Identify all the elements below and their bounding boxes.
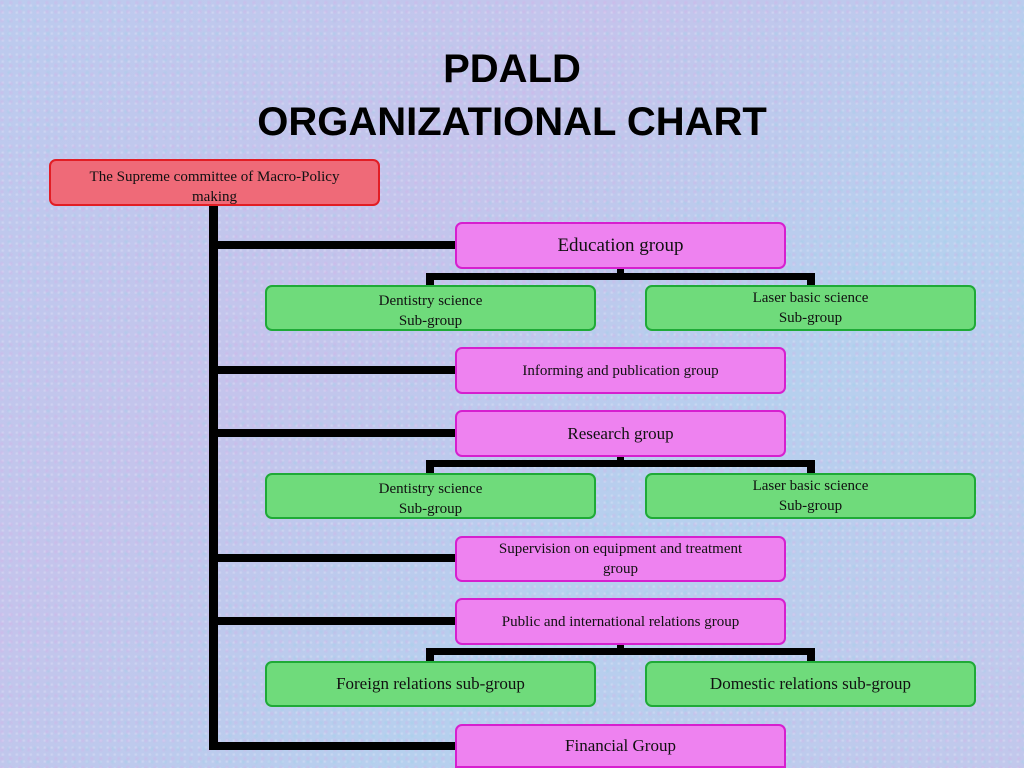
res-laser-line1: Laser basic science bbox=[752, 478, 869, 494]
node-public-international-group[interactable]: Public and international relations group bbox=[455, 598, 786, 645]
node-education-group[interactable]: Education group bbox=[455, 222, 786, 269]
branch-informing bbox=[209, 366, 457, 374]
edu-dentistry-line1: Dentistry science bbox=[378, 293, 483, 309]
node-foreign-relations-subgroup[interactable]: Foreign relations sub-group bbox=[265, 661, 596, 707]
chart-title-line1: PDALD bbox=[443, 47, 581, 91]
domestic-label: Domestic relations sub-group bbox=[709, 674, 912, 693]
chart-title-line2: ORGANIZATIONAL CHART bbox=[257, 100, 767, 144]
res-laser-text: Laser basic science Sub-group bbox=[753, 476, 869, 516]
root-node-supreme-committee[interactable]: The Supreme committee of Macro-Policy ma… bbox=[49, 159, 380, 206]
trunk-line bbox=[209, 205, 218, 750]
informing-label: Informing and publication group bbox=[522, 362, 719, 379]
node-domestic-relations-subgroup[interactable]: Domestic relations sub-group bbox=[645, 661, 976, 707]
node-edu-dentistry-subgroup[interactable]: Dentistry science Sub-group bbox=[265, 285, 596, 331]
research-label: Research group bbox=[567, 423, 674, 443]
node-edu-laser-subgroup[interactable]: Laser basic science Sub-group bbox=[645, 285, 976, 331]
root-line2: making bbox=[192, 189, 237, 205]
public-label: Public and international relations group bbox=[501, 613, 740, 630]
node-financial-group[interactable]: Financial Group bbox=[455, 724, 786, 768]
financial-label: Financial Group bbox=[565, 736, 676, 755]
edu-left-drop bbox=[426, 273, 434, 287]
res-crossbar bbox=[426, 460, 815, 467]
res-dentistry-line2: Sub-group bbox=[398, 501, 463, 517]
edu-dentistry-line2: Sub-group bbox=[398, 313, 463, 329]
edu-laser-line2: Sub-group bbox=[778, 310, 843, 326]
supervision-line1: Supervision on equipment and treatment bbox=[498, 541, 743, 557]
edu-laser-line1: Laser basic science bbox=[752, 290, 869, 306]
pub-right-drop bbox=[807, 648, 815, 662]
branch-supervision bbox=[209, 554, 457, 562]
node-supervision-group[interactable]: Supervision on equipment and treatment g… bbox=[455, 536, 786, 582]
branch-financial bbox=[209, 742, 457, 750]
pub-crossbar bbox=[426, 648, 815, 655]
branch-education bbox=[209, 241, 457, 249]
node-res-dentistry-subgroup[interactable]: Dentistry science Sub-group bbox=[265, 473, 596, 519]
res-left-drop bbox=[426, 460, 434, 474]
node-research-group[interactable]: Research group bbox=[455, 410, 786, 457]
foreign-label: Foreign relations sub-group bbox=[336, 674, 525, 693]
branch-public bbox=[209, 617, 457, 625]
root-node-text: The Supreme committee of Macro-Policy ma… bbox=[90, 167, 340, 207]
edu-right-drop bbox=[807, 273, 815, 287]
supervision-text: Supervision on equipment and treatment g… bbox=[499, 539, 742, 579]
edu-crossbar bbox=[426, 273, 815, 280]
supervision-line2: group bbox=[603, 561, 638, 577]
education-label: Education group bbox=[557, 234, 684, 256]
node-informing-publication-group[interactable]: Informing and publication group bbox=[455, 347, 786, 394]
res-right-drop bbox=[807, 460, 815, 474]
res-dentistry-text: Dentistry science Sub-group bbox=[379, 479, 483, 519]
res-dentistry-line1: Dentistry science bbox=[378, 481, 483, 497]
edu-dentistry-text: Dentistry science Sub-group bbox=[379, 291, 483, 331]
root-line1: The Supreme committee of Macro-Policy bbox=[89, 169, 340, 185]
pub-left-drop bbox=[426, 648, 434, 662]
node-res-laser-subgroup[interactable]: Laser basic science Sub-group bbox=[645, 473, 976, 519]
res-laser-line2: Sub-group bbox=[778, 498, 843, 514]
edu-laser-text: Laser basic science Sub-group bbox=[753, 288, 869, 328]
branch-research bbox=[209, 429, 457, 437]
